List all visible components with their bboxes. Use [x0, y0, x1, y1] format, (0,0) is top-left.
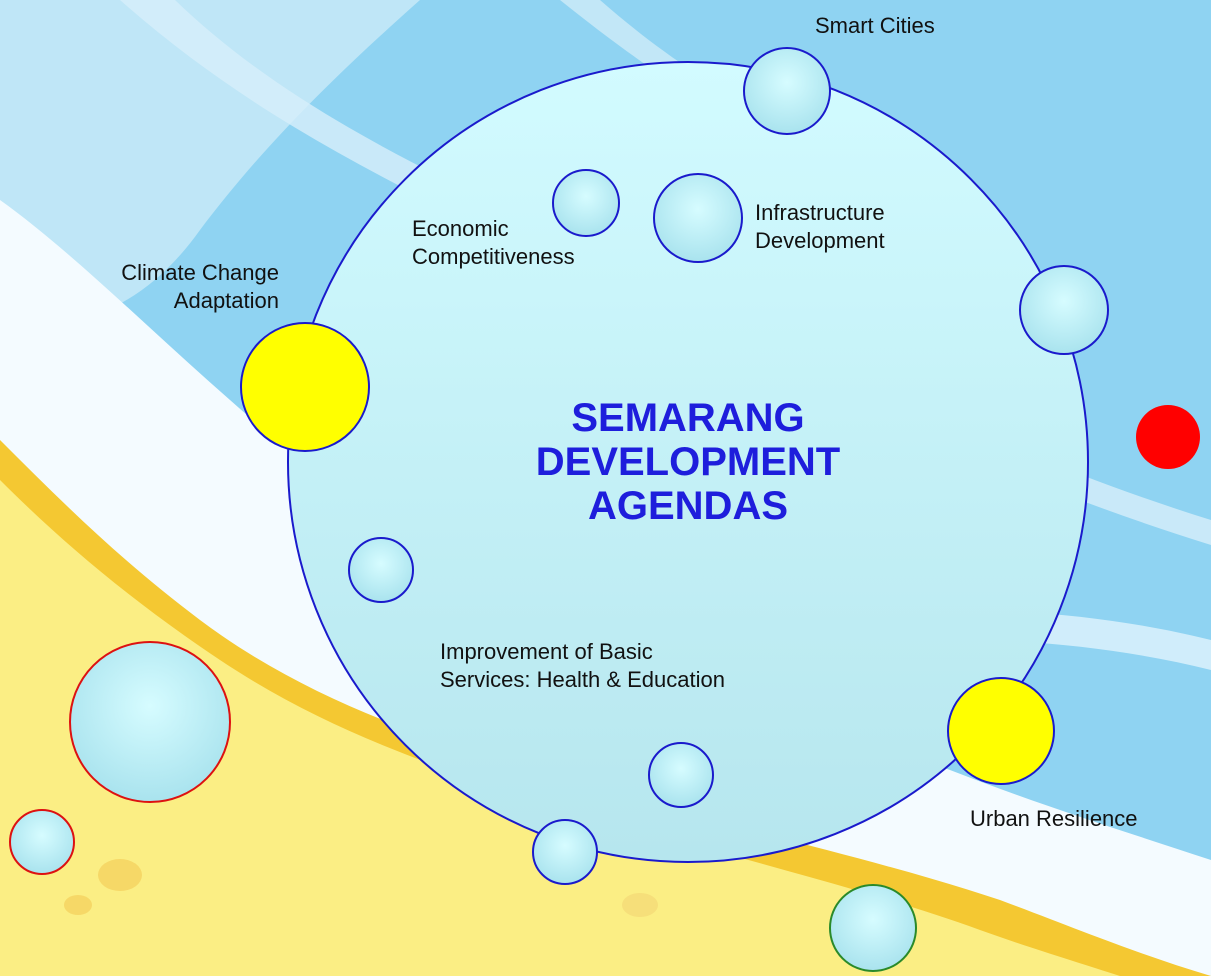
label-basic-services: Improvement of Basic Services: Health & … [440, 638, 725, 694]
node-right-upper [1019, 265, 1109, 355]
node-red [1136, 405, 1200, 469]
economic-line1: Economic [412, 216, 509, 241]
label-smart-cities: Smart Cities [815, 12, 935, 40]
label-climate-change-adaptation: Climate Change Adaptation [49, 259, 279, 315]
basic-services-line2: Services: Health & Education [440, 667, 725, 692]
climate-line1: Climate Change [121, 260, 279, 285]
climate-line2: Adaptation [173, 288, 279, 313]
node-smart-cities [743, 47, 831, 135]
title-line2: DEVELOPMENT [535, 440, 841, 484]
light-band [0, 0, 420, 330]
node-bottom-green [829, 884, 917, 972]
node-bottom-edge [532, 819, 598, 885]
infrastructure-line1: Infrastructure [755, 200, 885, 225]
smart-cities-text: Smart Cities [815, 13, 935, 38]
main-circle [287, 61, 1089, 863]
diagram-title: SEMARANG DEVELOPMENT AGENDAS [458, 396, 918, 528]
label-economic-competitiveness: Economic Competitiveness [412, 215, 575, 271]
urban-resilience-text: Urban Resilience [970, 806, 1138, 831]
sand-spot [64, 895, 92, 915]
title-line3: AGENDAS [587, 484, 789, 528]
node-economic [552, 169, 620, 237]
node-urban-resilience [947, 677, 1055, 785]
node-infrastructure [653, 173, 743, 263]
label-urban-resilience: Urban Resilience [970, 805, 1138, 833]
node-left-large-red [69, 641, 231, 803]
sand-spot [622, 893, 658, 917]
sand-area [0, 480, 1120, 976]
node-basic-services [648, 742, 714, 808]
economic-line2: Competitiveness [412, 244, 575, 269]
basic-services-line1: Improvement of Basic [440, 639, 653, 664]
title-line1: SEMARANG [571, 396, 805, 440]
label-infrastructure-development: Infrastructure Development [755, 199, 885, 255]
node-left-small-red [9, 809, 75, 875]
node-left-small [348, 537, 414, 603]
node-climate [240, 322, 370, 452]
light-stripe-1 [120, 0, 1211, 545]
sand-spot [98, 859, 142, 891]
infrastructure-line2: Development [755, 228, 885, 253]
